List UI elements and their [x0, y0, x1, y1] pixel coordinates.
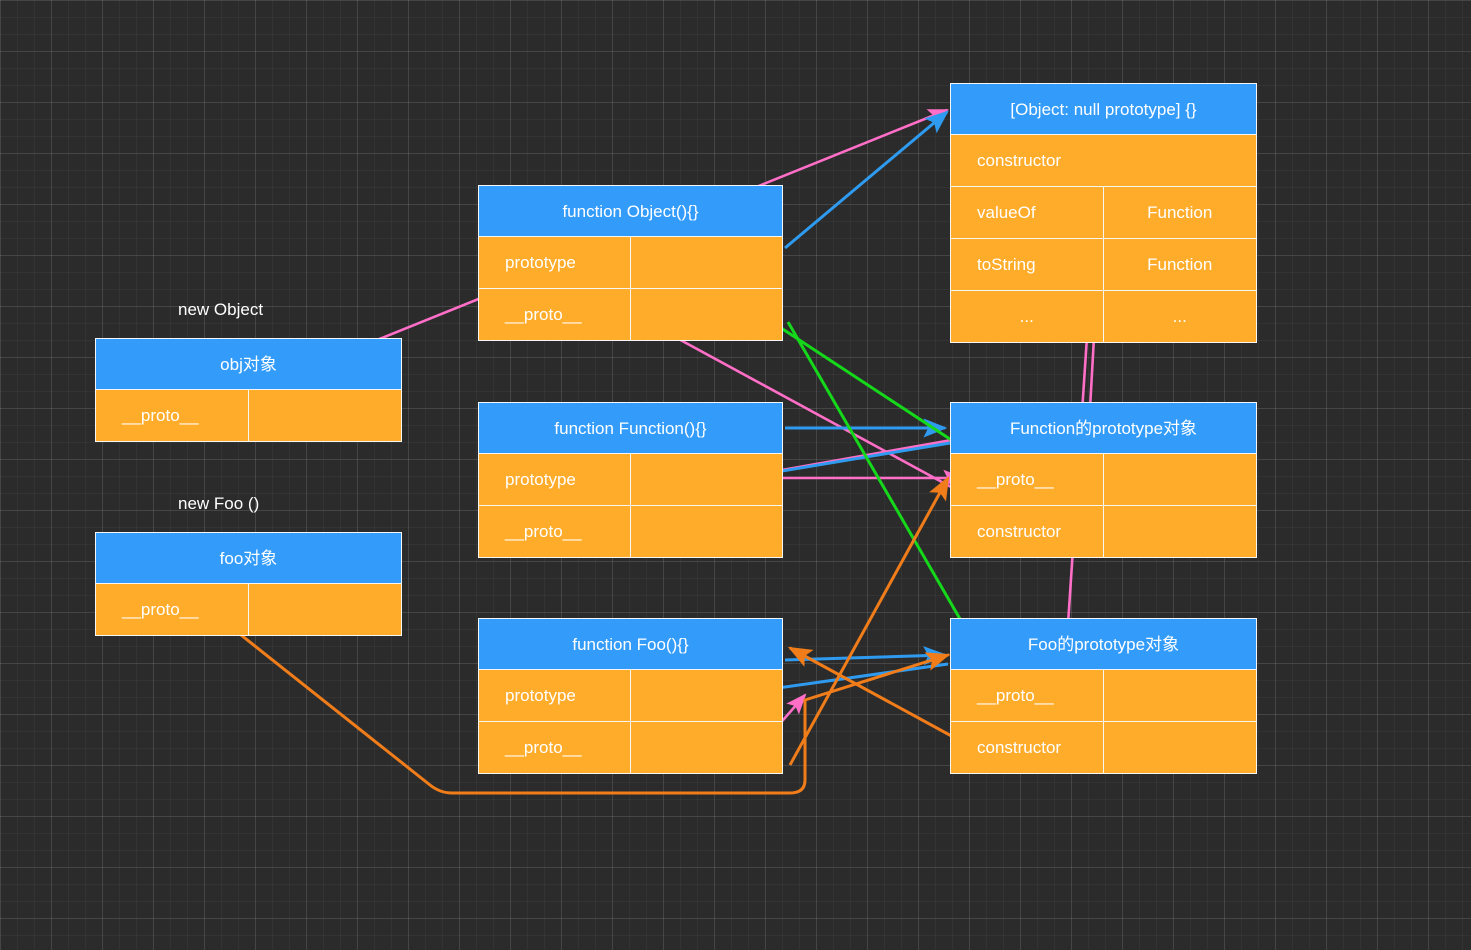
- row-key: ...: [951, 291, 1104, 342]
- table-row: constructor: [950, 134, 1257, 187]
- row-value: [630, 722, 782, 773]
- table-row: prototype: [478, 669, 783, 722]
- node-title: function Function(){}: [478, 402, 783, 454]
- edge-object-fn-to-object-prototype: [784, 110, 949, 250]
- row-value: [630, 289, 782, 340]
- node-foo-object[interactable]: foo对象 __proto__: [95, 532, 402, 636]
- row-value: [1103, 722, 1256, 773]
- row-value: [630, 454, 782, 505]
- row-value: [248, 390, 401, 441]
- table-row: prototype: [478, 453, 783, 506]
- row-value: Function: [1103, 187, 1256, 238]
- caption-new-foo: new Foo (): [178, 494, 260, 513]
- table-row: ... ...: [950, 290, 1257, 343]
- table-row: __proto__: [950, 453, 1257, 506]
- row-key: __proto__: [479, 722, 631, 773]
- row-value: [248, 584, 401, 635]
- row-key: toString: [951, 239, 1104, 290]
- edge-foo-fn-to-foo-prototype: [784, 646, 948, 666]
- row-key: prototype: [479, 237, 631, 288]
- row-key: constructor: [951, 722, 1104, 773]
- node-title: obj对象: [95, 338, 402, 390]
- table-row: __proto__: [478, 288, 783, 341]
- node-title: [Object: null prototype] {}: [950, 83, 1257, 135]
- row-key: __proto__: [96, 584, 249, 635]
- row-key: __proto__: [479, 289, 631, 340]
- node-title: Function的prototype对象: [950, 402, 1257, 454]
- node-function-prototype-object[interactable]: Function的prototype对象 __proto__ construct…: [950, 402, 1257, 558]
- node-foo-prototype-object[interactable]: Foo的prototype对象 __proto__ constructor: [950, 618, 1257, 774]
- table-row: constructor: [950, 505, 1257, 558]
- table-row: __proto__: [95, 583, 402, 636]
- table-row: prototype: [478, 236, 783, 289]
- row-value: Function: [1103, 239, 1256, 290]
- edge-foo-prototype-ctor-to-foo-fn: [787, 646, 969, 747]
- table-row: constructor: [950, 721, 1257, 774]
- node-title: function Foo(){}: [478, 618, 783, 670]
- row-value: [1103, 506, 1256, 557]
- row-value: [1103, 454, 1256, 505]
- caption-new-object: new Object: [178, 300, 264, 319]
- row-value: ...: [1103, 291, 1256, 342]
- edge-foo-fn-to-function-prototype-proto: [788, 475, 950, 766]
- node-title: foo对象: [95, 532, 402, 584]
- row-key: prototype: [479, 670, 631, 721]
- row-value: [630, 506, 782, 557]
- row-key: __proto__: [951, 454, 1104, 505]
- row-key: __proto__: [479, 506, 631, 557]
- node-obj-object[interactable]: obj对象 __proto__: [95, 338, 402, 442]
- table-row: __proto__: [478, 505, 783, 558]
- row-key: __proto__: [96, 390, 249, 441]
- row-value: [1103, 670, 1256, 721]
- table-row: __proto__: [478, 721, 783, 774]
- table-row: toString Function: [950, 238, 1257, 291]
- node-function-function[interactable]: function Function(){} prototype __proto_…: [478, 402, 783, 558]
- node-title: Foo的prototype对象: [950, 618, 1257, 670]
- table-row: valueOf Function: [950, 186, 1257, 239]
- node-title: function Object(){}: [478, 185, 783, 237]
- row-key: __proto__: [951, 670, 1104, 721]
- row-key: prototype: [479, 454, 631, 505]
- row-key: valueOf: [951, 187, 1104, 238]
- row-key: constructor: [951, 506, 1104, 557]
- table-row: __proto__: [95, 389, 402, 442]
- table-row: __proto__: [950, 669, 1257, 722]
- node-object-null-prototype[interactable]: [Object: null prototype] {} constructor …: [950, 83, 1257, 343]
- node-function-object[interactable]: function Object(){} prototype __proto__: [478, 185, 783, 341]
- node-function-foo[interactable]: function Foo(){} prototype __proto__: [478, 618, 783, 774]
- row-key: constructor: [951, 135, 1256, 186]
- row-value: [630, 670, 782, 721]
- row-value: [630, 237, 782, 288]
